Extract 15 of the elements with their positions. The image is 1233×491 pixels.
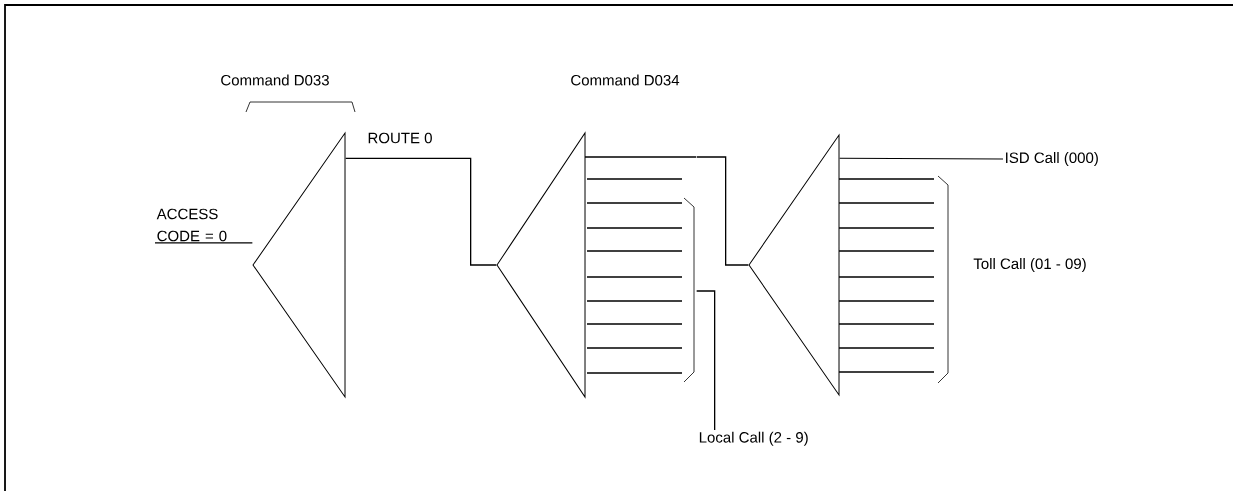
connector-line xyxy=(696,290,716,431)
selector-triangle xyxy=(748,134,840,396)
node-label: ACCESS CODE = 0 xyxy=(156,208,227,242)
selector-drawing xyxy=(496,132,697,398)
command-label: Command D034 xyxy=(571,74,680,86)
connector-line xyxy=(154,242,253,244)
connector-line xyxy=(696,156,749,266)
edge-label: ROUTE 0 xyxy=(366,131,434,145)
connector-line xyxy=(345,157,497,266)
node-label: ISD Call (000) xyxy=(1006,152,1098,166)
selector-triangle xyxy=(252,132,346,398)
node-label: Local Call (2 - 9) xyxy=(699,431,808,446)
command-label: Command D033 xyxy=(221,74,329,86)
group-label: Toll Call (01 - 09) xyxy=(973,258,1086,272)
connector-line xyxy=(839,157,1004,160)
